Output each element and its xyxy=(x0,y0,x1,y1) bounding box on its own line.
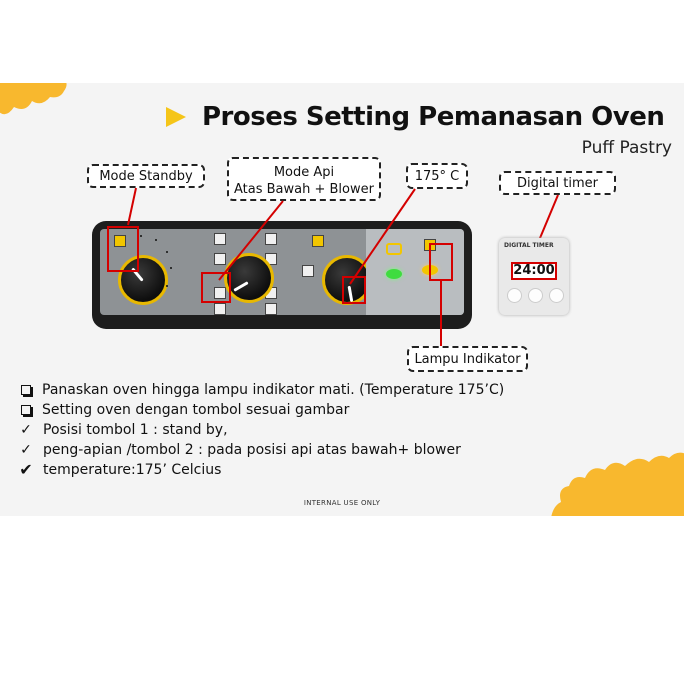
timer-button-start-stop[interactable] xyxy=(549,288,564,303)
checkmark-icon: ✓ xyxy=(20,442,32,458)
highlight-indicator-lamp xyxy=(429,243,453,281)
highlight-temperature-knob xyxy=(342,276,366,304)
oven-panel-face xyxy=(100,229,464,315)
mode-heat-icon-left xyxy=(214,253,226,265)
green-indicator-lamp xyxy=(386,269,402,279)
callout-lampu-indikator-label: Lampu Indikator xyxy=(414,352,521,367)
knob-1-standby[interactable] xyxy=(118,255,168,305)
timer-display: 24:00 xyxy=(511,262,557,280)
digital-timer-device: DIGITAL TIMER 24:00 xyxy=(499,238,569,315)
mode-top-icon-right xyxy=(265,233,277,245)
callout-lampu-indikator: Lampu Indikator xyxy=(407,346,528,372)
footer-label: INTERNAL USE ONLY xyxy=(303,499,381,507)
callout-digital-timer: Digital timer xyxy=(499,171,616,195)
callout-mode-api-line1: Mode Api xyxy=(273,165,335,180)
timer-button-min[interactable] xyxy=(507,288,522,303)
list-item: Panaskan oven hingga lampu indikator mat… xyxy=(18,380,504,400)
list-item: ✓ Posisi tombol 1 : stand by, xyxy=(20,422,228,438)
top-left-blob-decoration xyxy=(0,83,67,115)
callout-temperature: 175° C xyxy=(406,163,468,189)
highlight-mode-knob xyxy=(201,272,231,303)
checkmark-bold-icon: ✔ xyxy=(19,460,33,479)
callout-digital-timer-label: Digital timer xyxy=(516,176,598,191)
checkbox-square-icon xyxy=(21,405,31,415)
instruction-list: Panaskan oven hingga lampu indikator mat… xyxy=(18,380,504,480)
bottom-right-blob-decoration xyxy=(551,452,684,516)
oven-lamp-icon xyxy=(386,243,402,255)
timer-button-sec[interactable] xyxy=(528,288,543,303)
oven-control-panel xyxy=(92,221,472,329)
page-subtitle: Puff Pastry xyxy=(581,138,672,158)
thermometer-icon xyxy=(312,235,324,247)
timer-brand: DIGITAL TIMER xyxy=(504,242,554,249)
callout-temperature-label: 175° C xyxy=(414,169,460,184)
triangle-right-icon xyxy=(166,107,186,127)
list-item: ✔ temperature:175’ Celcius xyxy=(19,460,222,479)
title-row: Proses Setting Pemanasan Oven xyxy=(166,97,665,137)
mode-fan-icon xyxy=(214,287,226,299)
callout-mode-standby: Mode Standby xyxy=(87,164,205,188)
mode-bottom-icon-right xyxy=(265,303,277,315)
callout-mode-api-line2: Atas Bawah + Blower xyxy=(234,182,374,197)
list-item: ✓ peng-apian /tombol 2 : pada posisi api… xyxy=(20,442,461,458)
highlight-standby-knob xyxy=(107,226,139,272)
slide: Proses Setting Pemanasan Oven Puff Pastr… xyxy=(0,83,684,516)
page-title: Proses Setting Pemanasan Oven xyxy=(202,102,665,132)
checkmark-icon: ✓ xyxy=(20,422,32,438)
list-item: Setting oven dengan tombol sesuai gambar xyxy=(18,400,504,420)
temperature-mode-icon xyxy=(302,265,314,277)
mode-heat-icon-top xyxy=(214,233,226,245)
checkbox-square-icon xyxy=(21,385,31,395)
mode-bottom-icon xyxy=(214,303,226,315)
callout-mode-api: Mode Api Atas Bawah + Blower xyxy=(227,157,381,201)
callout-mode-standby-label: Mode Standby xyxy=(99,169,193,184)
standby-hand-icon xyxy=(114,235,126,247)
knob-2-heat-mode[interactable] xyxy=(224,253,274,303)
